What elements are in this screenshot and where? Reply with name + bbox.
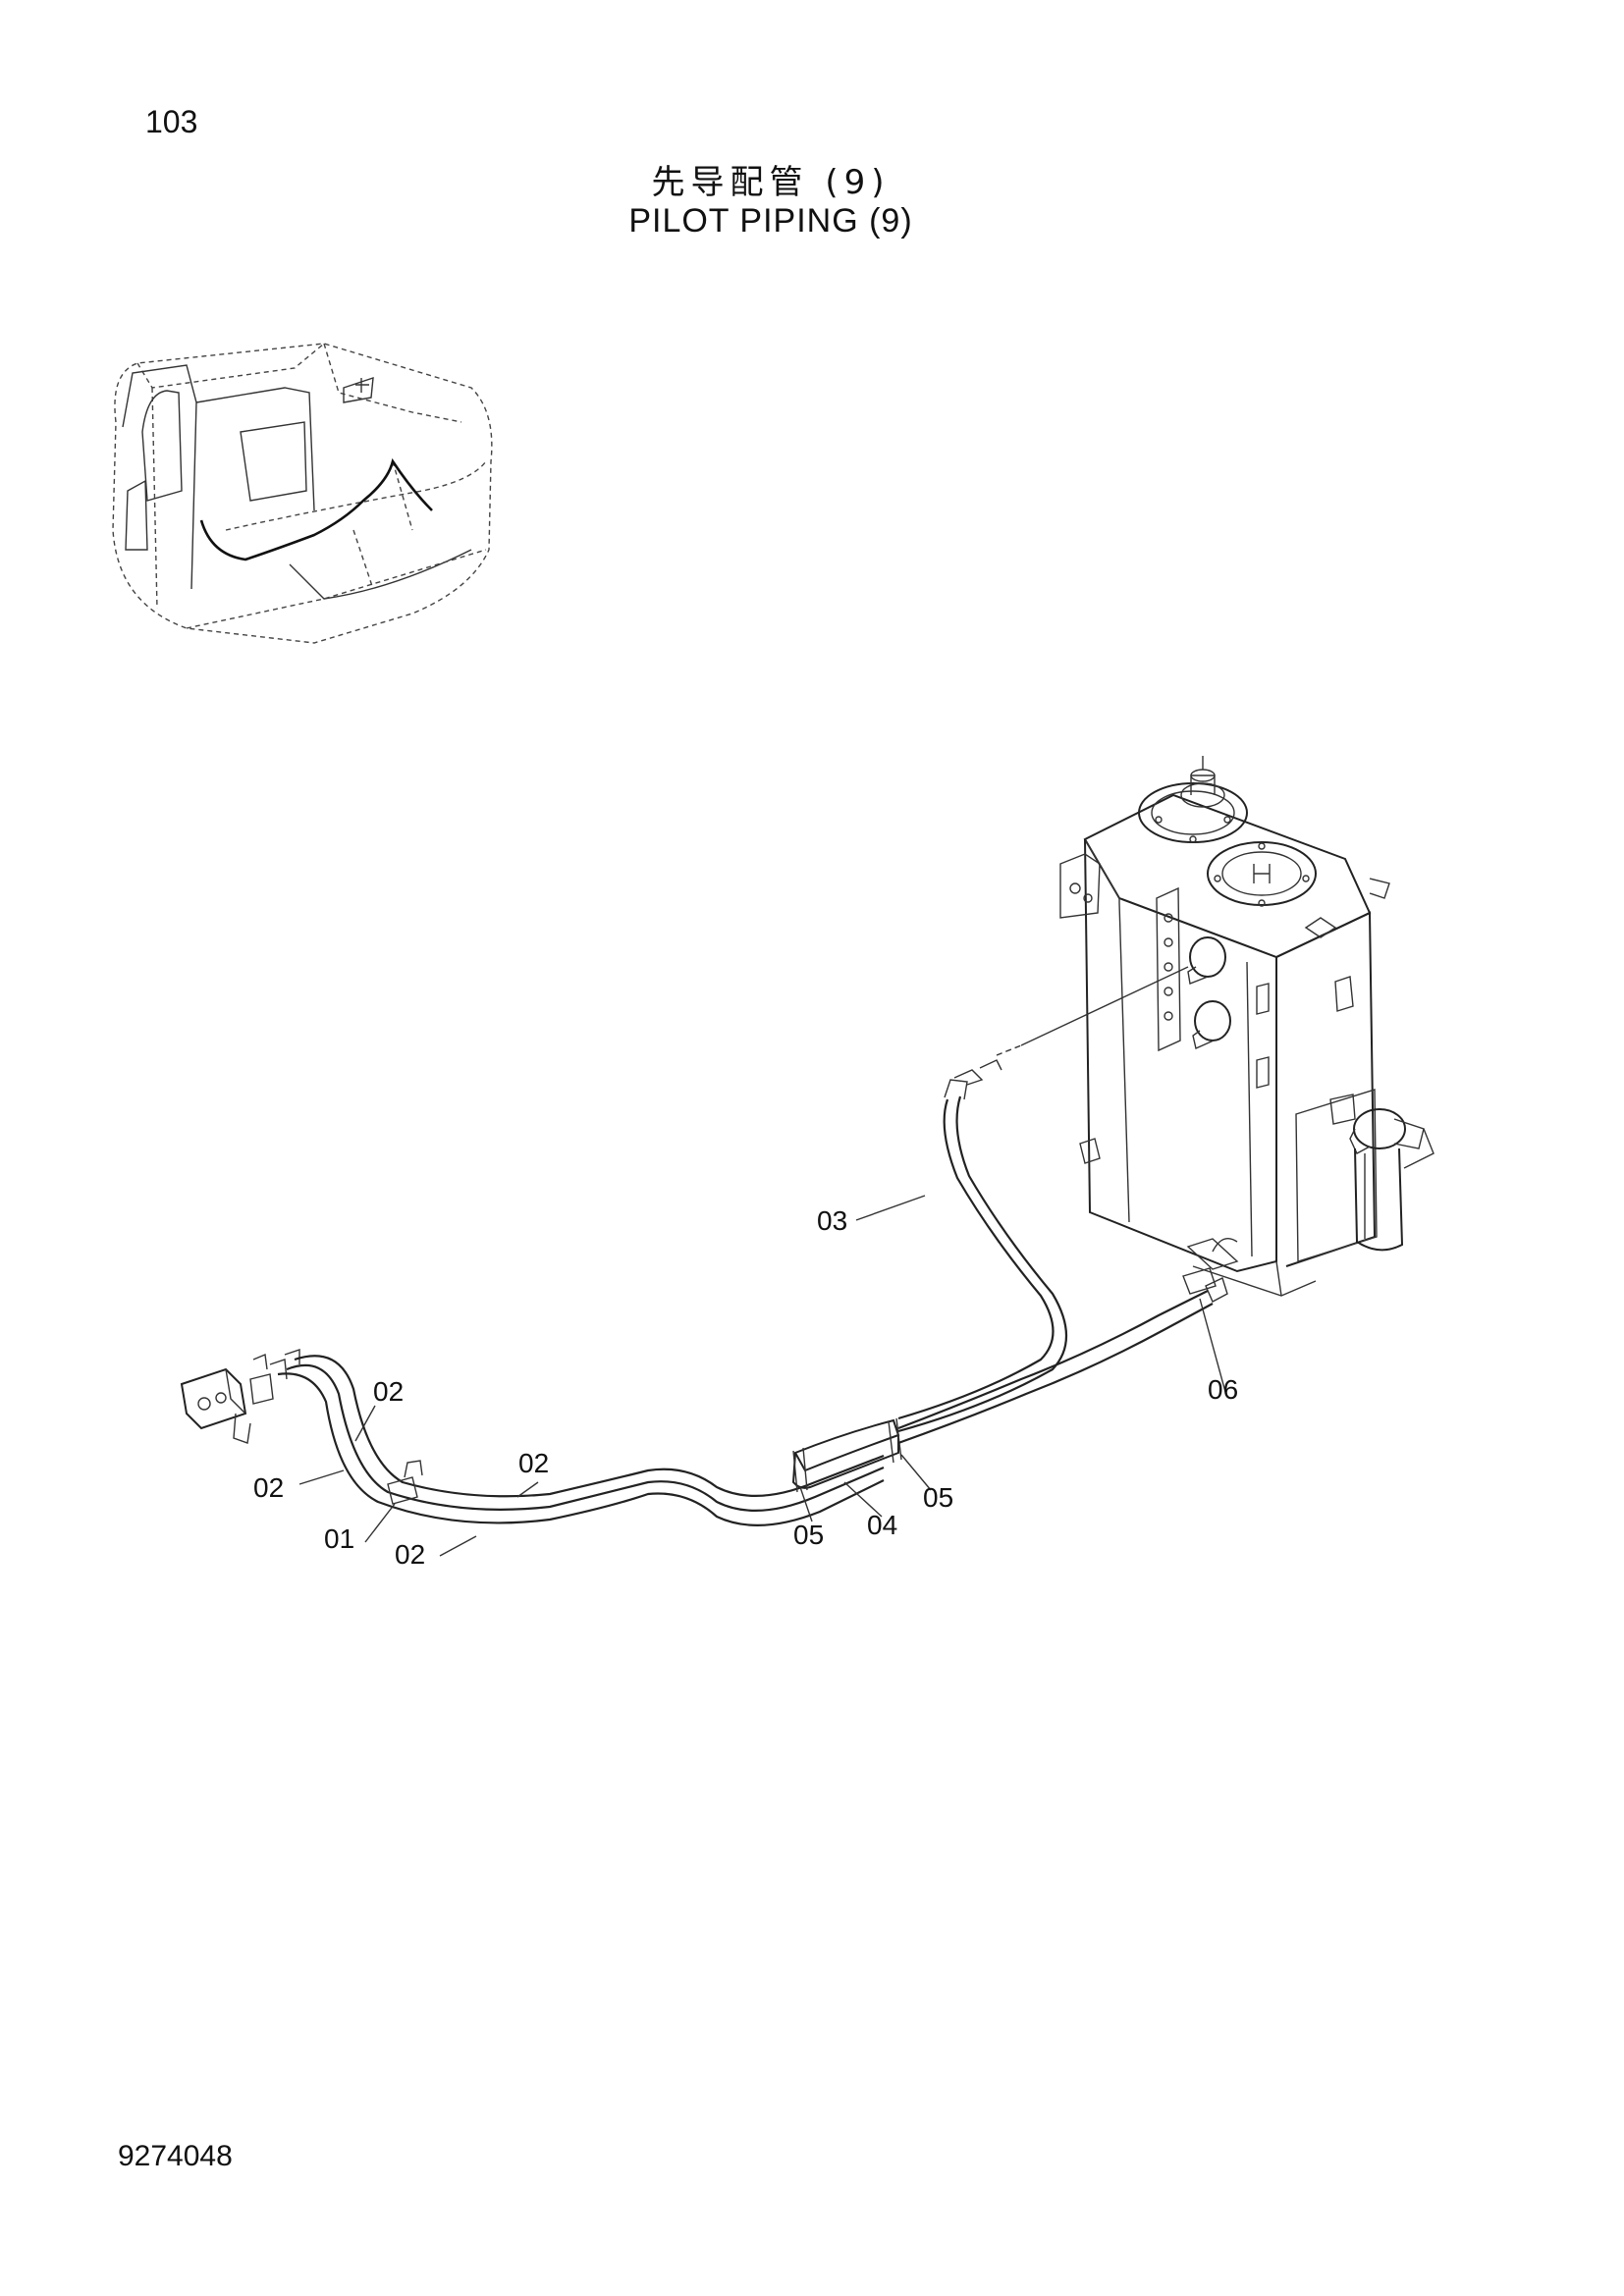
- page-title-chinese: 先导配管 (9): [651, 163, 891, 202]
- callout-03: 03: [817, 1205, 848, 1236]
- document-number: 9274048: [118, 2140, 233, 2172]
- page-number: 103: [145, 104, 198, 139]
- callout-05: 05: [793, 1520, 825, 1550]
- excavator-thumbnail: [112, 343, 493, 644]
- callout-02: 02: [395, 1539, 426, 1570]
- leader-lines: [298, 1195, 1226, 1557]
- callout-02: 02: [518, 1448, 550, 1478]
- page-title: PILOT PIPING (9): [628, 202, 913, 240]
- hydraulic-tank: [1059, 756, 1435, 1297]
- callout-05: 05: [923, 1482, 954, 1513]
- hose-bundle: [277, 966, 1228, 1526]
- callout-04: 04: [867, 1510, 898, 1540]
- callout-06: 06: [1208, 1374, 1239, 1405]
- callout-02: 02: [373, 1376, 405, 1407]
- callout-02: 02: [253, 1472, 285, 1503]
- callout-01: 01: [324, 1523, 355, 1554]
- pilot-valve: [180, 1349, 300, 1444]
